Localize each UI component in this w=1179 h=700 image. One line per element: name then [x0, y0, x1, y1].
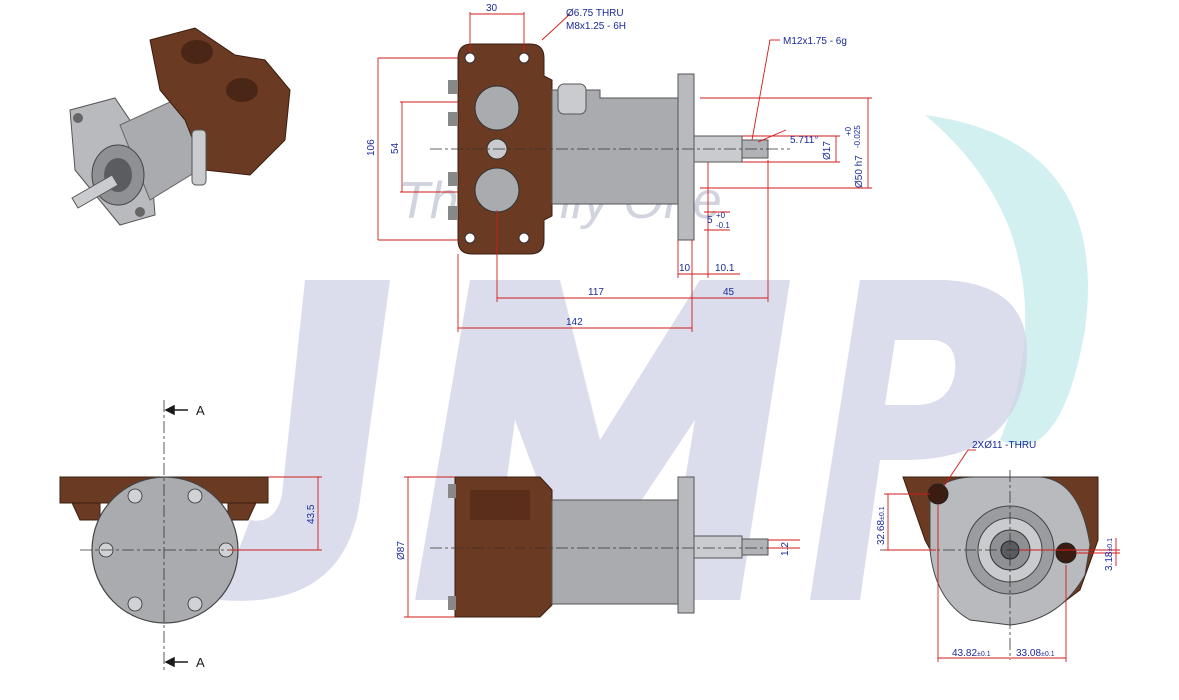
dim-side-offset: 1.2 — [780, 542, 791, 556]
top-bolt-hole — [464, 232, 476, 244]
dim-flange-vertical-left: 32.68±0.1 — [876, 506, 887, 545]
dim-port-spacing: 30 — [486, 3, 498, 14]
jmp-watermark: The Only One — [220, 115, 1088, 601]
dim-flange-bottom-right-tol: ±0.1 — [1041, 651, 1055, 658]
callout-shaft-diameter: Ø17 — [822, 141, 833, 160]
dim-flange-vertical-left-value: 32.68 — [876, 520, 887, 545]
callout-pilot-tol-bottom: -0.025 — [853, 125, 862, 148]
callout-keyway-tol-bottom: -0.1 — [716, 221, 730, 230]
top-bolt-hole — [518, 232, 530, 244]
front-dimension-lines — [230, 476, 322, 551]
top-view: 30 Ø6.75 THRU M8x1.25 - 6H M12x1.75 - 6g… — [366, 3, 872, 332]
top-cover-bolt — [448, 112, 458, 126]
side-view: Ø87 1.2 — [396, 476, 800, 618]
side-mounting-flange — [677, 476, 695, 614]
front-view: A A 43.5 — [59, 400, 322, 672]
top-cover-bolt — [448, 206, 458, 220]
iso-clamp — [191, 129, 207, 186]
dim-flange-vertical-right: 3.18±0.1 — [1104, 538, 1115, 571]
callout-taper-angle: 5.711° — [790, 135, 818, 146]
dim-flange-vertical-right-tol: ±0.1 — [1107, 538, 1114, 552]
watermark-letter-m — [415, 280, 790, 600]
dim-overall-height: 106 — [366, 139, 377, 156]
front-cover-screws — [98, 488, 234, 612]
dim-shaft-step: 10.1 — [715, 263, 735, 274]
dim-shaft-length: 45 — [723, 287, 735, 298]
dim-flange-bottom-right: 33.08±0.1 — [1016, 648, 1055, 659]
dim-port-center: 54 — [390, 142, 401, 154]
flange-mount-hole — [1055, 542, 1077, 564]
callout-keyway-tol-top: +0 — [716, 211, 726, 220]
iso-shaft — [71, 174, 119, 209]
callout-shaft-thread: M12x1.75 - 6g — [783, 36, 847, 47]
callout-pilot-diameter: Ø50 h7 — [854, 155, 865, 188]
section-label-bottom: A — [196, 655, 205, 670]
dim-flange-bottom-right-value: 33.08 — [1016, 648, 1041, 659]
watermark-letter-p — [810, 280, 1028, 600]
side-shaft — [693, 535, 743, 559]
flange-dimension-lines — [884, 449, 1120, 662]
iso-port-1 — [181, 40, 213, 64]
callout-flange-holes: 2XØ11 -THRU — [972, 440, 1036, 451]
dim-flange-vertical-right-value: 3.18 — [1104, 551, 1115, 571]
callout-keyway-depth: 5 — [707, 215, 713, 226]
dim-flange-bottom-left-tol: ±0.1 — [977, 651, 991, 658]
iso-flange-hole — [73, 113, 83, 123]
top-cover-bolt — [448, 80, 458, 94]
dim-flange-bottom-left: 43.82±0.1 — [952, 648, 991, 659]
top-mounting-flange — [677, 73, 695, 241]
callout-thread-hole: M8x1.25 - 6H — [566, 21, 626, 32]
iso-port-2 — [226, 78, 258, 102]
flange-mount-hole — [927, 483, 949, 505]
iso-pump-body — [149, 27, 291, 176]
top-bolt-hole — [518, 52, 530, 64]
watermark-swoosh — [925, 115, 1088, 446]
top-inlet-port — [474, 85, 520, 131]
isometric-view — [69, 27, 291, 226]
watermark-letter-j — [220, 280, 390, 601]
dim-overall-length: 142 — [566, 317, 583, 328]
top-bolt-hole — [464, 52, 476, 64]
flange-view: 2XØ11 -THRU 32.68±0.1 3.18±0.1 43.82±0.1… — [876, 440, 1120, 662]
top-clamp-screw — [557, 83, 587, 115]
dim-body-to-flange: 117 — [588, 287, 604, 298]
dim-body-diameter: Ø87 — [396, 541, 407, 560]
dim-front-height: 43.5 — [306, 504, 317, 524]
callout-pilot-tol-top: +0 — [844, 126, 853, 136]
top-dimension-lines — [377, 12, 872, 332]
side-shaft-thread — [741, 538, 769, 556]
top-outlet-port — [474, 167, 520, 213]
section-markers — [164, 404, 188, 668]
side-dimension-lines — [404, 476, 800, 618]
side-port-rib — [470, 490, 530, 520]
side-cover-bolt — [448, 596, 456, 610]
callout-thru-hole: Ø6.75 THRU — [566, 8, 624, 19]
top-cover-bolt — [448, 172, 458, 186]
section-label-top: A — [196, 403, 205, 418]
dim-flange-bottom-left-value: 43.82 — [952, 648, 977, 659]
iso-flange-hole — [135, 207, 145, 217]
dim-flange-vertical-left-tol: ±0.1 — [879, 506, 886, 520]
side-cover-bolt — [448, 484, 456, 498]
side-bearing-housing — [551, 499, 681, 605]
dim-flange-thickness: 10 — [679, 263, 691, 274]
